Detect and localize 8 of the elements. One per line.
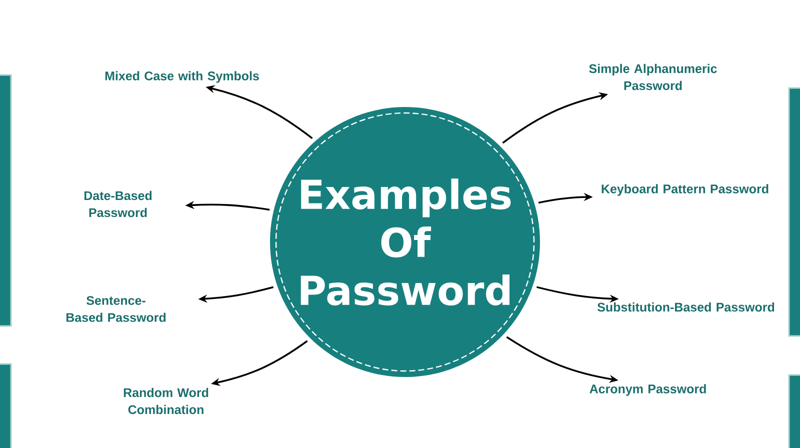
category-label: Random Word Combination (124, 388, 208, 414)
category-label: Substitution-Based Password (597, 302, 774, 312)
category-label: Mixed Case with Symbols (105, 71, 259, 83)
category-label: Sentence-Based Password (66, 296, 166, 322)
category-label: Keyboard Pattern Password (602, 184, 768, 196)
category-label: Date-Based Password (84, 190, 152, 218)
category-label: Simple Alphanumeric Password (589, 64, 717, 90)
category-label: Acronym Password (590, 384, 706, 396)
